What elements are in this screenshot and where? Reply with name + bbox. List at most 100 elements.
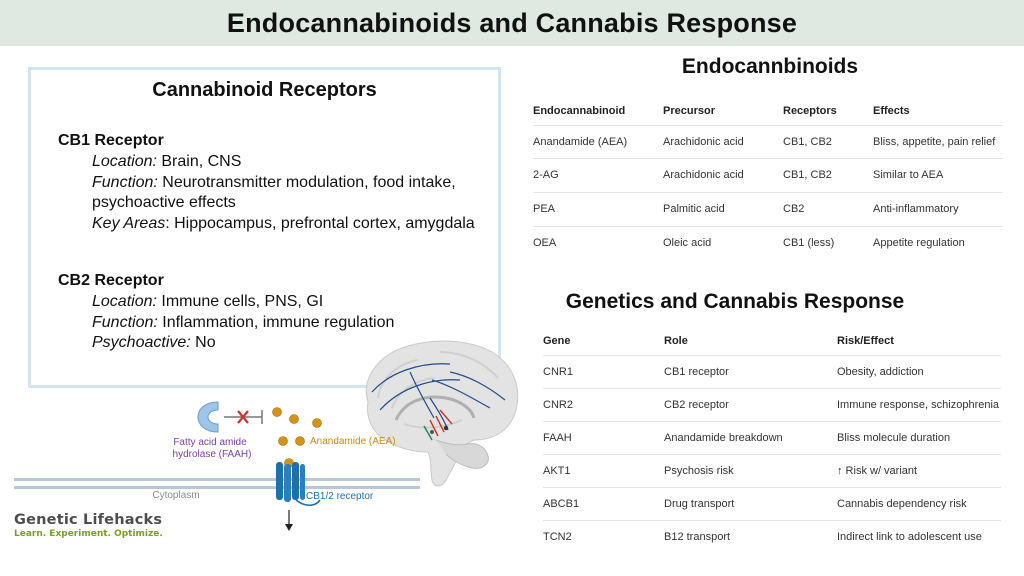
gene-header-row: Gene Role Risk/Effect [543, 327, 1001, 356]
cb1-areas-label: Key Areas [92, 214, 166, 232]
cb2-psychoactive: Psychoactive: No [58, 333, 488, 354]
aea-label: Anandamide (AEA) [310, 436, 396, 447]
endo-col-precursor: Precursor [663, 97, 783, 126]
anandamide-molecules [272, 407, 322, 468]
faah-label-line2: hydrolase (FAAH) [173, 449, 252, 460]
endo-table: Endocannabinoid Precursor Receptors Effe… [533, 97, 1003, 260]
table-cell: Palmitic acid [663, 192, 783, 227]
table-cell: 2-AG [533, 158, 663, 193]
table-cell: CB1 receptor [664, 355, 837, 389]
cb1-location-label: Location: [92, 153, 157, 170]
table-cell: Arachidonic acid [663, 158, 783, 193]
faah-label-line1: Fatty acid amide [173, 437, 247, 448]
endo-table-title: Endocannbinoids [681, 55, 859, 78]
cb1-function-label: Function: [92, 173, 158, 191]
cytoplasm-label: Cytoplasm [152, 490, 199, 501]
page-title: Endocannabinoids and Cannabis Response [226, 7, 798, 38]
aea-molecule [295, 436, 305, 446]
table-cell: Psychosis risk [664, 454, 837, 488]
table-cell: Anandamide breakdown [664, 421, 837, 455]
table-row: AKT1 Psychosis risk ↑ Risk w/ variant [543, 454, 1001, 488]
table-cell: CNR1 [543, 355, 664, 389]
header-bar: Endocannabinoids and Cannabis Response [0, 0, 1024, 46]
table-cell: B12 transport [664, 530, 731, 543]
table-cell: Indirect link to adolescent use [837, 530, 982, 543]
cb2-location-value: Immune cells, PNS, GI [156, 293, 324, 310]
cb2-function: Function: Inflammation, immune regulatio… [58, 313, 488, 334]
logo-name: Genetic Lifehacks [14, 512, 163, 528]
endo-header-row: Endocannabinoid Precursor Receptors Effe… [533, 97, 1003, 126]
brain-icon [365, 340, 519, 487]
table-row: PEA Palmitic acid CB2 Anti-inflammatory [533, 192, 1003, 227]
cb1-location: Location: Brain, CNS [58, 152, 488, 173]
cb1-receptor-block: CB1 Receptor Location: Brain, CNS Functi… [58, 132, 488, 234]
table-cell: Obesity, addiction [837, 355, 1001, 389]
aea-molecule [278, 436, 288, 446]
table-cell: Immune response, schizophrenia [837, 388, 1001, 422]
table-cell: Appetite regulation [873, 237, 965, 250]
cb1-location-value: Brain, CNS [156, 153, 242, 170]
cb1-function-value: Neurotransmitter modulation, food intake… [92, 173, 456, 212]
table-cell: CNR2 [543, 388, 664, 422]
cb2-name: CB2 Receptor [58, 272, 164, 289]
signal-arrow-icon [285, 510, 293, 531]
aea-molecule [272, 407, 282, 417]
cb1-areas: Key Areas: Hippocampus, prefrontal corte… [58, 214, 488, 235]
cb2-function-value: Inflammation, immune regulation [157, 313, 395, 331]
table-cell: Anti-inflammatory [873, 192, 1003, 227]
endo-col-effects: Effects [873, 97, 1003, 126]
table-cell: OEA [533, 237, 557, 250]
gene-col-risk: Risk/Effect [837, 327, 1001, 356]
genetic-lifehacks-logo: Genetic Lifehacks Learn. Experiment. Opt… [14, 512, 163, 539]
table-row: Anandamide (AEA) Arachidonic acid CB1, C… [533, 125, 1003, 159]
aea-molecule [289, 414, 299, 424]
table-row: CNR2 CB2 receptor Immune response, schiz… [543, 388, 1001, 422]
cb2-function-label: Function: [92, 313, 158, 331]
cb2-psycho-value: No [190, 334, 216, 351]
cb2-receptor-block: CB2 Receptor Location: Immune cells, PNS… [58, 272, 488, 354]
table-cell: CB1, CB2 [783, 125, 873, 159]
gene-table-title: Genetics and Cannabis Response [565, 290, 905, 313]
table-row: OEA Oleic acid CB1 (less) Appetite regul… [533, 226, 1003, 260]
table-cell: Arachidonic acid [663, 125, 783, 159]
cb2-location-label: Location: [92, 293, 157, 310]
receptors-title: Cannabinoid Receptors [152, 79, 377, 101]
aea-molecule [312, 418, 322, 428]
table-cell: PEA [533, 192, 663, 227]
table-cell: Oleic acid [663, 237, 712, 250]
faah-enzyme-icon [197, 401, 219, 433]
cb1-function: Function: Neurotransmitter modulation, f… [58, 173, 488, 214]
gene-table: Gene Role Risk/Effect CNR1 CB1 receptor … [543, 327, 1001, 553]
table-cell: AKT1 [543, 454, 664, 488]
table-row: FAAH Anandamide breakdown Bliss molecule… [543, 421, 1001, 455]
receptor-label: CB1/2 receptor [306, 491, 374, 502]
table-cell: Anandamide (AEA) [533, 125, 663, 159]
endocannabinoid-diagram: Fatty acid amide hydrolase (FAAH) Ananda… [14, 340, 519, 531]
table-row: ABCB1 Drug transport Cannabis dependency… [543, 487, 1001, 521]
table-cell: ABCB1 [543, 487, 664, 521]
table-cell: FAAH [543, 421, 664, 455]
receptors-panel: Cannabinoid Receptors CB1 Receptor Locat… [28, 67, 501, 388]
table-cell: CB1 (less) [783, 237, 835, 250]
table-cell: Drug transport [664, 487, 837, 521]
table-cell: TCN2 [543, 530, 572, 543]
table-cell: Bliss, appetite, pain relief [873, 125, 1003, 159]
cb1-areas-value: : Hippocampus, prefrontal cortex, amygda… [165, 214, 475, 232]
endo-col-receptors: Receptors [783, 97, 873, 126]
table-row: CNR1 CB1 receptor Obesity, addiction [543, 355, 1001, 389]
table-cell: ↑ Risk w/ variant [837, 454, 1001, 488]
gene-col-gene: Gene [543, 327, 664, 356]
logo-tagline: Learn. Experiment. Optimize. [14, 529, 163, 539]
cb1-name: CB1 Receptor [58, 132, 164, 149]
table-cell: CB2 receptor [664, 388, 837, 422]
table-cell: CB2 [783, 192, 873, 227]
gene-col-role: Role [664, 327, 837, 356]
table-cell: Cannabis dependency risk [837, 487, 1001, 521]
cb-receptor-icon [276, 462, 321, 507]
table-cell: Similar to AEA [873, 158, 1003, 193]
table-cell: Bliss molecule duration [837, 421, 1001, 455]
cb2-location: Location: Immune cells, PNS, GI [58, 292, 488, 313]
table-cell: CB1, CB2 [783, 158, 873, 193]
cell-membrane [14, 478, 420, 489]
inhibition-icon [224, 410, 263, 424]
